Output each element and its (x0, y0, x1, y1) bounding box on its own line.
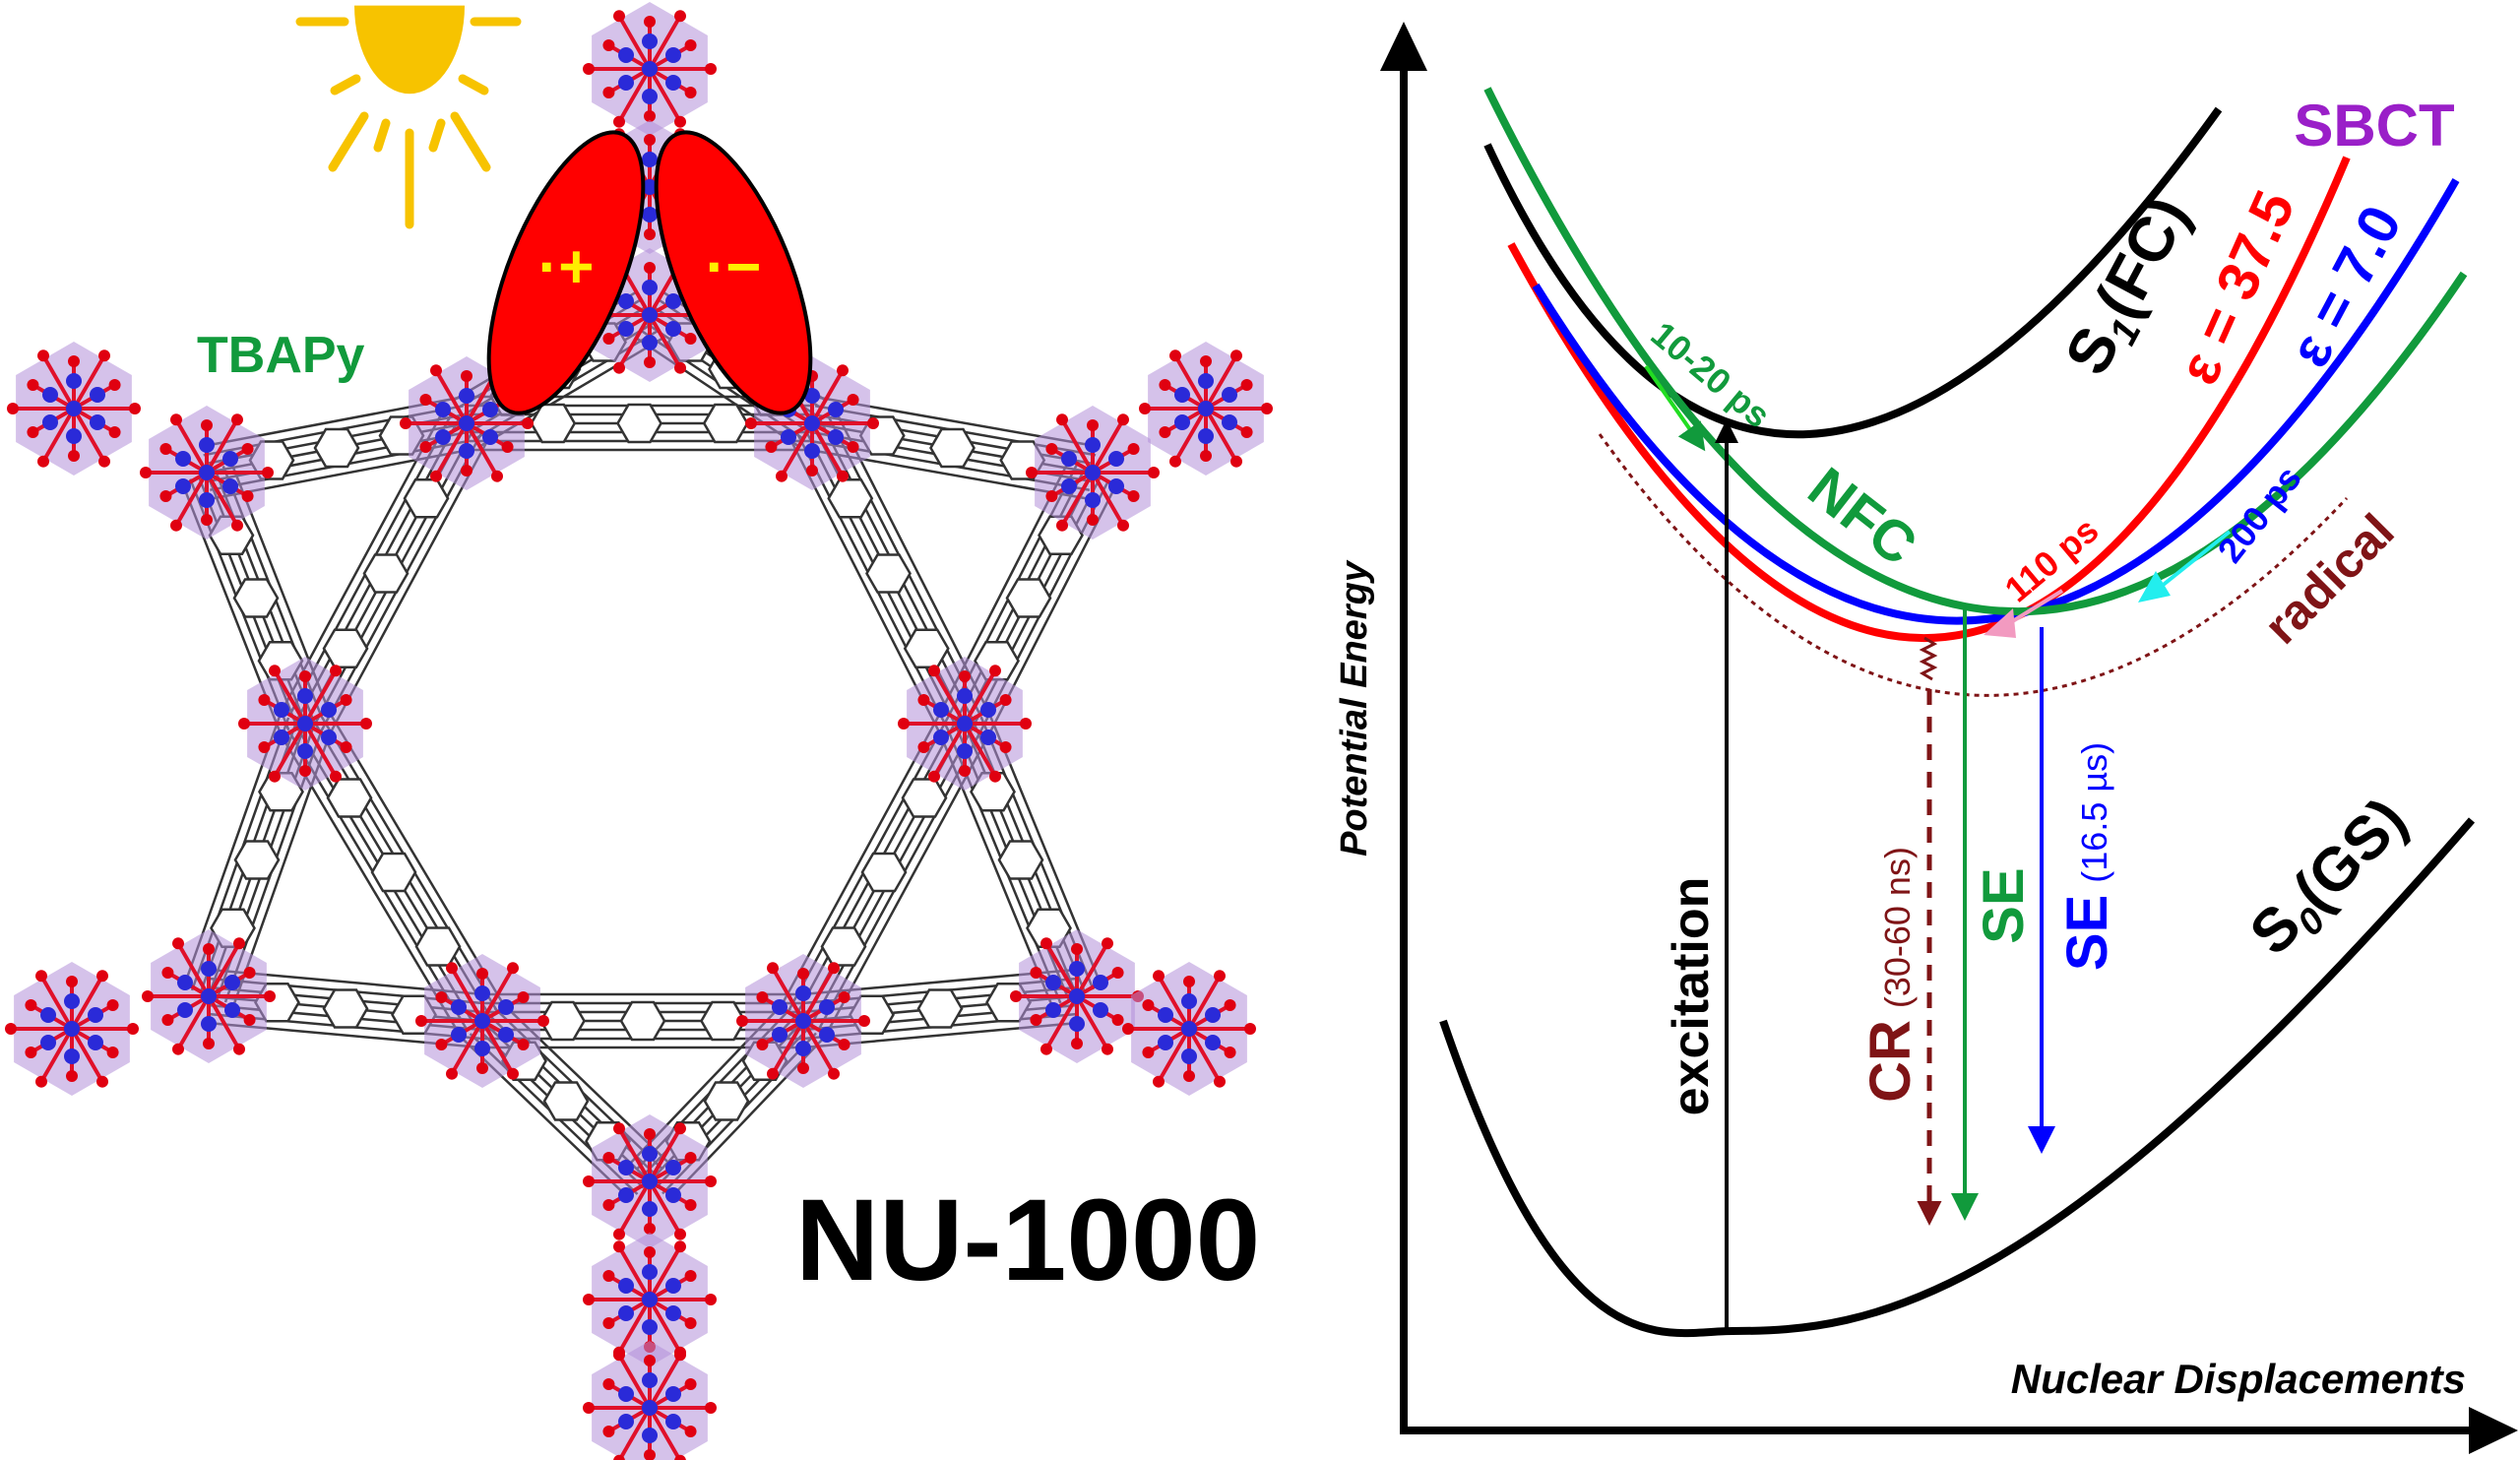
nfc-curve (1483, 87, 2468, 616)
phenyl-ring (414, 926, 462, 967)
phenyl-ring (322, 628, 369, 669)
zr-node-cluster (898, 657, 1032, 791)
sbct-low-eps-curve (1532, 178, 2460, 625)
red-relax-arrowhead (1984, 608, 2016, 638)
phenyl-ring (970, 771, 1016, 812)
phenyl-ring (313, 427, 360, 469)
phenyl-ring (916, 988, 964, 1029)
excitation-label: excitation (1663, 877, 1720, 1116)
zr-node-cluster (238, 657, 372, 791)
x-axis-label: Nuclear Displacements (2011, 1356, 2466, 1402)
phenyl-ring (997, 840, 1044, 880)
radical-cation-label: ·+ (538, 233, 595, 301)
blue-relax-arrow (2154, 530, 2232, 593)
sbct-high-eps-curve (1507, 156, 2351, 643)
sbct-label: SBCT (2294, 93, 2454, 159)
phenyl-ring (370, 852, 417, 893)
phenyl-ring (326, 778, 373, 818)
zr-node-cluster (7, 342, 141, 476)
x-axis (1400, 1407, 2518, 1454)
phenyl-ring (820, 926, 867, 967)
phenyl-ring (403, 477, 450, 519)
y-axis (1380, 22, 1427, 1432)
zr-node-cluster (142, 929, 276, 1063)
s1-fc-curve (1483, 106, 2223, 439)
blue-time-label: 200 ps (2209, 459, 2308, 571)
zr-node-cluster (583, 1114, 717, 1248)
phenyl-ring (929, 427, 976, 469)
s0-gs-label: S0(GS) (2237, 786, 2425, 973)
radical-anion-ellipse: ·− (654, 130, 813, 415)
s0-gs-curve (1439, 817, 2476, 1338)
se-sbct-label: SE(16.5 µs) (2055, 742, 2119, 971)
phenyl-ring (232, 578, 280, 618)
phenyl-ring (1005, 578, 1052, 618)
nfc-relax-arrow (1644, 364, 1706, 452)
phenyl-ring (542, 1081, 590, 1121)
blue-relax-arrowhead (2138, 571, 2171, 603)
phenyl-ring (901, 778, 948, 818)
tbapy-label: TBAPy (197, 327, 365, 384)
zr-node-cluster (5, 962, 139, 1096)
zr-node-cluster (1026, 406, 1160, 540)
se-nfc-label: SE (1972, 867, 2036, 943)
phenyl-ring (619, 1000, 666, 1042)
radical-anion-label: ·− (706, 233, 762, 301)
phenyl-ring (703, 1081, 750, 1121)
phenyl-ring (362, 553, 410, 594)
zr-node-cluster (736, 954, 870, 1088)
zr-node-cluster (140, 406, 274, 540)
zr-node-cluster (415, 954, 549, 1088)
phenyl-ring (322, 988, 369, 1029)
zr-node-cluster (1139, 342, 1273, 476)
phenyl-ring (616, 403, 662, 444)
sun-icon (295, 5, 522, 229)
radical-cation-ellipse: ·+ (486, 130, 646, 415)
phenyl-ring (233, 840, 281, 880)
zr6-nodes (5, 2, 1273, 1460)
phenyl-ring (827, 477, 874, 519)
zr-node-cluster (583, 1233, 717, 1366)
phenyl-ring (903, 628, 950, 669)
x-axis-arrowhead (2469, 1407, 2518, 1454)
phenyl-ring (865, 553, 912, 594)
cr-nonradiative-squiggle (1919, 636, 1938, 681)
phenyl-ring (702, 403, 749, 444)
nu1000-title: NU-1000 (795, 1175, 1260, 1305)
y-axis-arrowhead (1380, 22, 1427, 71)
phenyl-ring (860, 852, 908, 893)
zr-node-cluster (583, 1341, 717, 1460)
radical-label: radical (2253, 503, 2405, 655)
zr-node-cluster (583, 2, 717, 136)
phenyl-ring (530, 403, 577, 444)
radical-curve (1598, 433, 2349, 697)
y-axis-label: Potential Energy (1334, 559, 1375, 857)
zr-node-cluster (1010, 929, 1144, 1063)
cr-label: CR(30-60 ns) (1858, 847, 1922, 1103)
nfc-label: NFC (1796, 455, 1928, 578)
phenyl-ring (700, 1000, 746, 1042)
zr-node-cluster (1122, 962, 1256, 1096)
